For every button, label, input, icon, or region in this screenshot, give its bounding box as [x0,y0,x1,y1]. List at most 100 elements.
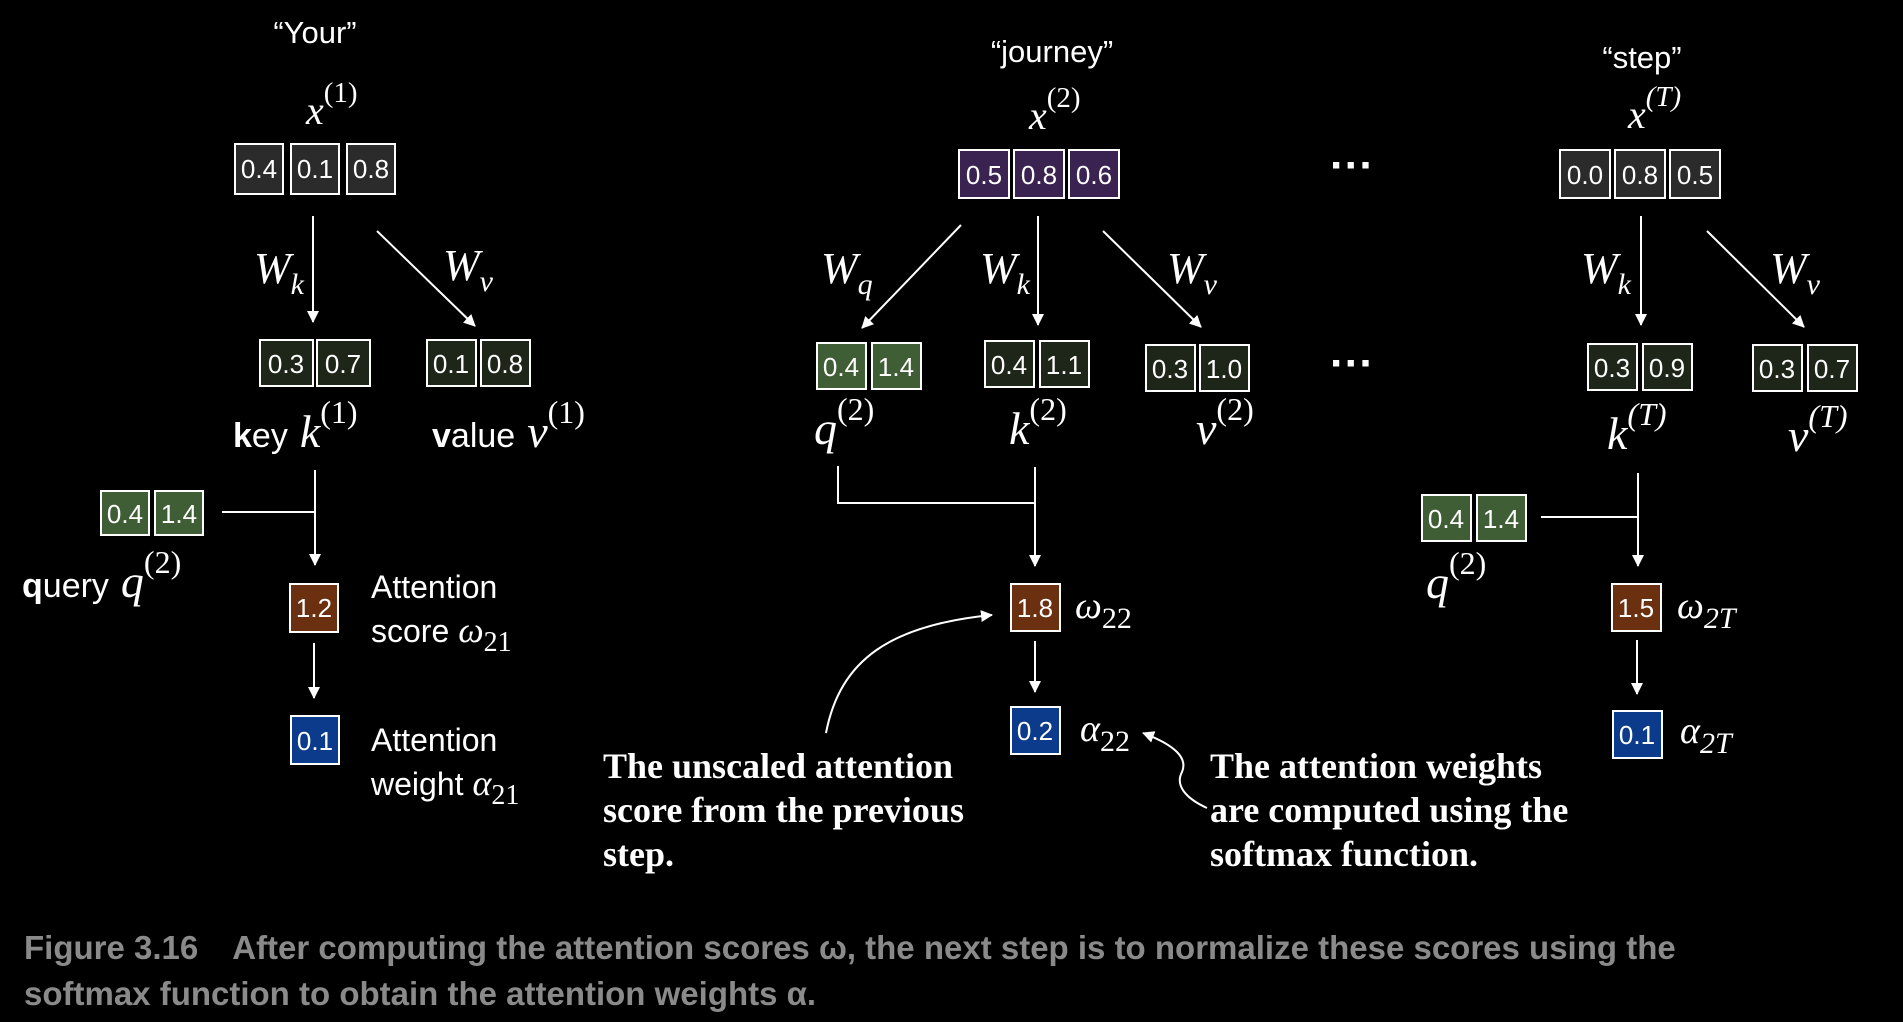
k2-value-1: 0.4 [991,350,1027,380]
query-vector-q2-right: 0.4 1.4 [1421,494,1527,542]
query-vector-q2: 0.4 1.4 [816,342,922,390]
input-vector-xT: 0.0 0.8 0.5 [1559,149,1721,199]
svg-text:The attention weights: The attention weights [1210,746,1542,786]
token-word-your: “Your” [273,15,356,50]
x2-value-2: 0.8 [1021,160,1057,190]
q2-left-value-2: 1.4 [161,499,197,529]
k2-value-2: 1.1 [1046,350,1082,380]
score-box-22: 1.8 [1010,583,1061,632]
x2-value-3: 0.6 [1076,160,1112,190]
k1-value-2: 0.7 [325,349,361,379]
q2-label: q(2) [814,391,874,454]
v2-value-2: 1.0 [1206,354,1242,384]
value-vector-v2: 0.3 1.0 [1145,344,1250,392]
q2-right-value-1: 0.4 [1428,504,1464,534]
input-label-xT: x(T) [1627,81,1681,137]
vT-value-1: 0.3 [1759,354,1795,384]
v1-value-2: 0.8 [487,349,523,379]
score-box-21: 1.2 [289,583,339,633]
weight-21-value: 0.1 [297,726,333,756]
q2-left-value-1: 0.4 [107,499,143,529]
svg-text:score from the previous: score from the previous [603,790,964,830]
svg-text:The unscaled attention: The unscaled attention [603,746,953,786]
q2-value-1: 0.4 [823,352,859,382]
weight-label-wv-T: Wv [1770,244,1821,301]
v1-value-1: 0.1 [433,349,469,379]
weight-box-22: 0.2 [1010,706,1061,755]
input-vector-x1: 0.4 0.1 0.8 [234,143,396,195]
weight-label-2T: α2T [1680,710,1734,760]
weight-label-22: α22 [1080,708,1130,758]
key-vector-k1: 0.3 0.7 [259,339,371,387]
score-2T-value: 1.5 [1618,593,1654,623]
score-22-value: 1.8 [1017,593,1053,623]
k2-label: k(2) [1009,391,1067,454]
x1-value-2: 0.1 [297,154,333,184]
value-vector-vT: 0.3 0.7 [1752,344,1858,392]
figure-caption: Figure 3.16 After computing the attention… [24,925,1884,1017]
annotation-unscaled: The unscaled attention score from the pr… [603,746,964,874]
weight-label-wv-1: Wv [443,241,494,298]
xT-value-3: 0.5 [1677,160,1713,190]
key-vector-k2: 0.4 1.1 [984,340,1090,388]
weight-box-2T: 0.1 [1612,710,1663,759]
arrow-x2-to-v2 [1102,230,1202,328]
x1-value-3: 0.8 [353,154,389,184]
token-word-journey: “journey” [991,34,1113,69]
k1-value-1: 0.3 [268,349,304,379]
query-vector-q2-left: 0.4 1.4 [100,490,204,536]
input-vector-x2: 0.5 0.8 0.6 [958,149,1120,199]
connector-q2-to-k2 [837,466,1035,504]
score-21-value: 1.2 [296,593,332,623]
arrow-x2-to-q2 [861,224,962,329]
svg-text:are computed using the: are computed using the [1210,790,1568,830]
caption-text-2: softmax function to obtain the attention… [24,975,817,1012]
svg-text:step.: step. [603,834,674,874]
vT-label: v(T) [1788,398,1848,461]
vT-value-2: 0.7 [1814,354,1850,384]
input-label-x2: x(2) [1028,82,1081,138]
weight-label-wv-2: Wv [1167,244,1218,301]
caption-figure-number: Figure 3.16 [24,929,199,966]
weight-label-21-line1: Attention [371,722,497,758]
weight-label-wk-1: Wk [254,244,305,301]
v2-label: v(2) [1196,391,1254,454]
caption-text-1: After computing the attention scores ω, … [232,929,1676,966]
x2-value-1: 0.5 [966,160,1002,190]
annotation-softmax: The attention weights are computed using… [1210,746,1568,874]
xT-value-2: 0.8 [1622,160,1658,190]
q2-right-label: q(2) [1426,545,1486,608]
kT-value-1: 0.3 [1594,353,1630,383]
x1-value-1: 0.4 [241,154,277,184]
annotation-arrow-unscaled [825,610,993,734]
svg-text:softmax function.: softmax function. [1210,834,1478,874]
token-word-step: “step” [1602,40,1681,75]
weight-label-wq-2: Wq [821,244,873,301]
q2-right-value-2: 1.4 [1483,504,1519,534]
score-label-22: ω22 [1075,585,1132,635]
kT-value-2: 0.9 [1649,353,1685,383]
caption-line-1: Figure 3.16 After computing the attention… [24,925,1884,971]
kT-label: k(T) [1607,396,1667,459]
value-vector-v1: 0.1 0.8 [426,339,531,387]
score-label-21-line1: Attention [371,569,497,605]
v2-value-1: 0.3 [1152,354,1188,384]
weight-box-21: 0.1 [290,715,340,765]
xT-value-1: 0.0 [1567,160,1603,190]
q2-value-2: 1.4 [878,352,914,382]
score-label-2T: ω2T [1677,585,1738,635]
annotation-arrow-softmax [1142,731,1208,809]
arrow-xT-to-vT [1706,230,1805,328]
ellipsis-top: ··· [1330,141,1374,190]
weight-label-wk-2: Wk [980,244,1031,301]
score-box-2T: 1.5 [1611,583,1662,632]
key-vector-kT: 0.3 0.9 [1587,343,1693,391]
weight-label-wk-T: Wk [1581,244,1632,301]
ellipsis-middle: ··· [1330,339,1374,388]
